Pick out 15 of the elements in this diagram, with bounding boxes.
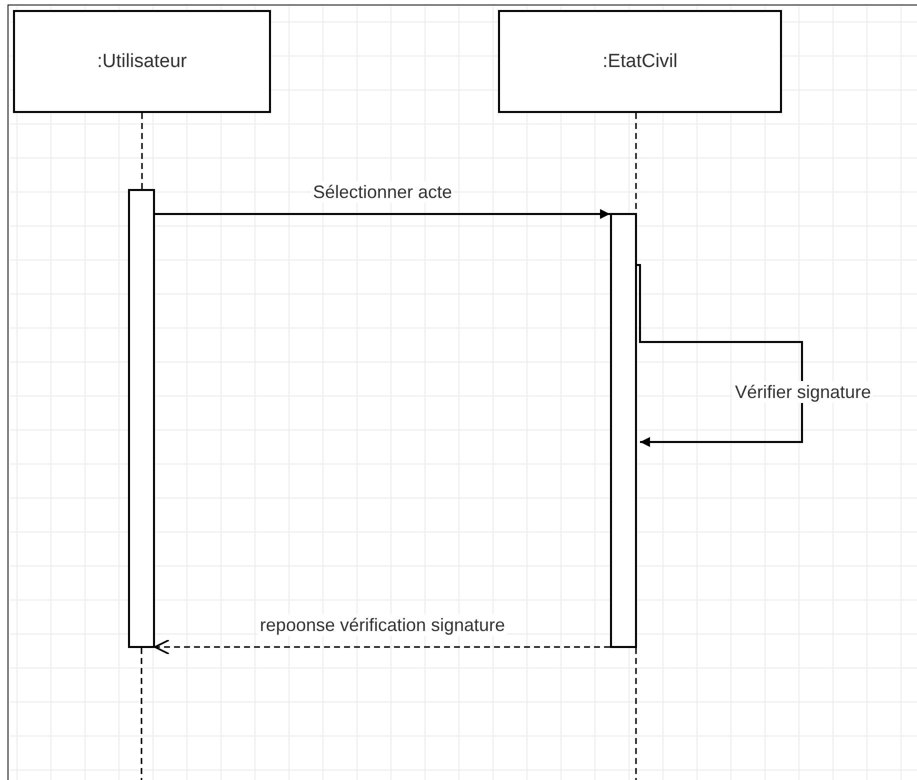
- lifeline-title: :Utilisateur: [97, 50, 187, 72]
- activation-bar: [610, 213, 637, 648]
- lifeline: [140, 648, 142, 780]
- lifeline: [635, 648, 637, 780]
- lifeline-title: :EtatCivil: [602, 50, 678, 72]
- self-message-arrow: [636, 264, 803, 447]
- edge-label: Vérifier signature: [732, 381, 874, 403]
- lifeline-header-box: [13, 10, 271, 113]
- lifeline-header-box: [498, 10, 782, 113]
- edge-label: Sélectionner acte: [310, 181, 454, 203]
- activation-bar: [128, 189, 155, 648]
- edge-label: repoonse vérification signature: [258, 614, 508, 636]
- message-arrow: [154, 639, 610, 655]
- message-arrow: [155, 209, 610, 219]
- lifeline: [141, 113, 143, 189]
